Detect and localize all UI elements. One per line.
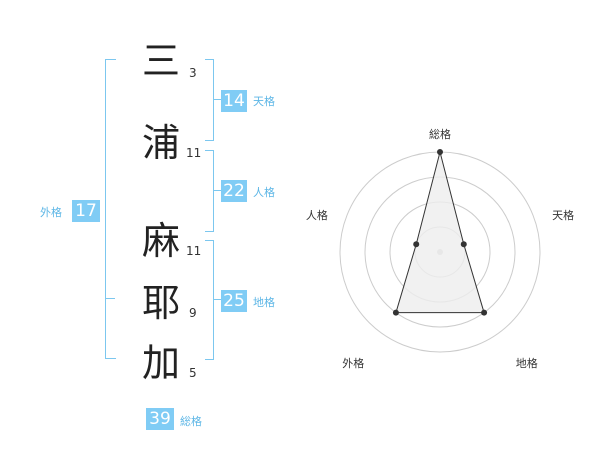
gaikaku-value-badge: 17 [72,200,100,222]
radar-axis-label-4: 外格 [342,356,364,370]
gaikaku-inner-stub [105,298,115,299]
tenkaku-label: 天格 [253,95,275,108]
stroke-count-3: 11 [186,244,202,258]
radar-point-3 [481,309,488,316]
name-char-1: 三 [141,39,180,83]
gaikaku-label: 外格 [40,206,62,219]
radar-data-polygon [395,151,485,314]
jinkaku-stub [213,190,221,191]
chikaku-bracket [205,240,214,360]
radar-axis-label-1: 総格 [429,127,451,141]
soukaku-label: 総格 [180,415,202,428]
radar-axis-label-3: 地格 [516,356,538,370]
radar-point-2 [460,241,467,248]
name-char-3: 麻 [141,219,180,263]
name-char-5: 加 [141,341,180,385]
chikaku-value-badge: 25 [221,290,247,312]
radar-point-1 [437,149,443,155]
stroke-count-4: 9 [189,306,197,320]
chikaku-label: 地格 [253,296,275,309]
soukaku-value-badge: 39 [146,408,174,430]
radar-point-4 [392,309,399,316]
radar-axis-label-2: 天格 [552,208,574,222]
name-char-4: 耶 [141,281,180,325]
stroke-count-2: 11 [186,146,202,160]
tenkaku-stub [213,99,221,100]
jinkaku-value-badge: 22 [221,180,247,202]
gaikaku-bracket [105,59,116,359]
name-char-2: 浦 [141,121,180,165]
chikaku-stub [213,299,221,300]
tenkaku-bracket [205,59,214,141]
jinkaku-bracket [205,150,214,232]
stroke-count-1: 3 [189,66,197,80]
jinkaku-label: 人格 [253,186,275,199]
radar-point-5 [413,241,420,248]
radar-axis-label-5: 人格 [306,208,328,222]
stroke-count-5: 5 [189,366,197,380]
tenkaku-value-badge: 14 [221,90,247,112]
